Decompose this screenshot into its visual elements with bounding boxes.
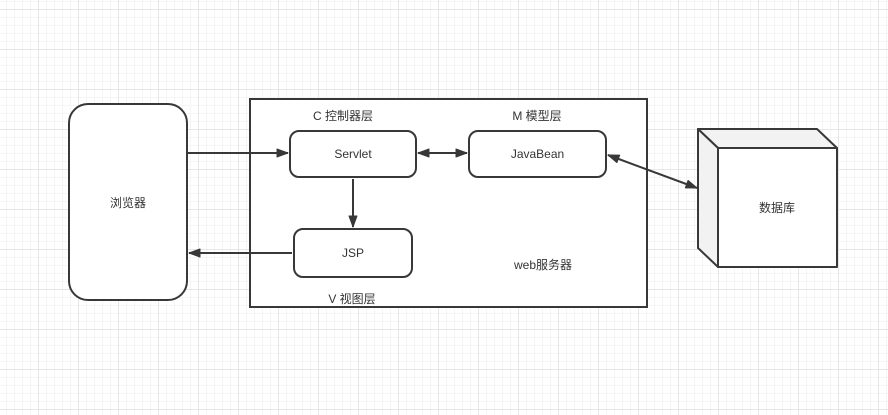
javabean-node[interactable]: JavaBean	[468, 130, 607, 178]
jsp-label: JSP	[341, 246, 364, 260]
view-layer-label: V 视图层	[328, 292, 376, 306]
model-layer-label: M 模型层	[512, 109, 562, 123]
database-cube-left-face	[697, 128, 719, 268]
servlet-label: Servlet	[334, 147, 372, 161]
jsp-node[interactable]: JSP	[293, 228, 413, 278]
database-cube-front-face	[717, 147, 838, 268]
browser-label: 浏览器	[109, 195, 146, 210]
javabean-label: JavaBean	[510, 147, 565, 161]
database-label: 数据库	[759, 200, 795, 215]
edge-javabean-to-database[interactable]	[607, 154, 698, 189]
web-server-label: web服务器	[513, 258, 573, 272]
database-cube-top-face	[697, 128, 838, 149]
servlet-node[interactable]: Servlet	[289, 130, 417, 178]
database-node[interactable]: 数据库	[697, 128, 838, 268]
browser-node[interactable]: 浏览器	[68, 103, 188, 301]
controller-layer-label: C 控制器层	[312, 109, 374, 123]
